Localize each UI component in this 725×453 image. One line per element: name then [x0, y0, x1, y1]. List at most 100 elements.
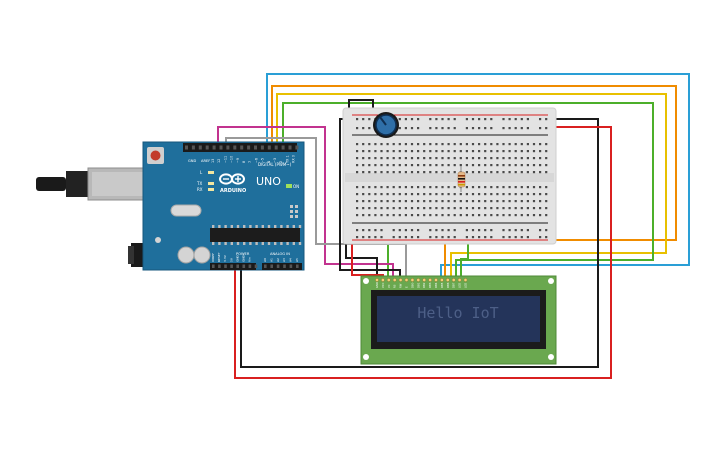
breadboard-hole[interactable] [435, 236, 438, 239]
breadboard-hole[interactable] [545, 150, 548, 153]
breadboard-hole[interactable] [508, 164, 511, 167]
breadboard-hole[interactable] [398, 193, 401, 196]
breadboard-hole[interactable] [465, 127, 468, 130]
breadboard-hole[interactable] [374, 186, 377, 189]
header-pin[interactable] [296, 264, 299, 269]
breadboard-hole[interactable] [368, 164, 371, 167]
breadboard-hole[interactable] [490, 157, 493, 160]
breadboard-hole[interactable] [453, 193, 456, 196]
breadboard-hole[interactable] [520, 207, 523, 210]
breadboard-hole[interactable] [508, 229, 511, 232]
breadboard-hole[interactable] [374, 150, 377, 153]
header-pin[interactable] [212, 264, 215, 269]
breadboard-hole[interactable] [410, 236, 414, 239]
breadboard-hole[interactable] [508, 150, 511, 153]
header-pin[interactable] [264, 264, 267, 269]
breadboard-hole[interactable] [453, 171, 456, 174]
breadboard-hole[interactable] [404, 118, 407, 121]
breadboard-hole[interactable] [490, 150, 493, 153]
breadboard-hole[interactable] [496, 207, 499, 210]
breadboard-hole[interactable] [368, 236, 371, 239]
breadboard-hole[interactable] [423, 171, 426, 174]
digital-header[interactable] [183, 143, 297, 152]
breadboard-hole[interactable] [502, 150, 505, 153]
breadboard-hole[interactable] [368, 200, 371, 203]
header-pin[interactable] [233, 145, 237, 150]
breadboard-hole[interactable] [447, 207, 450, 210]
header-pin[interactable] [218, 264, 221, 269]
breadboard-hole[interactable] [471, 236, 475, 239]
breadboard-hole[interactable] [502, 118, 505, 121]
wire-magenta[interactable] [217, 126, 394, 280]
wire-green[interactable] [282, 102, 654, 280]
breadboard-hole[interactable] [410, 143, 414, 146]
breadboard-hole[interactable] [502, 207, 505, 210]
breadboard-hole[interactable] [386, 143, 389, 146]
breadboard-hole[interactable] [453, 118, 456, 121]
breadboard-hole[interactable] [465, 164, 468, 167]
breadboard-hole[interactable] [459, 164, 462, 167]
header-pin[interactable] [185, 145, 188, 150]
breadboard-hole[interactable] [410, 200, 414, 203]
breadboard-hole[interactable] [514, 118, 517, 121]
breadboard-hole[interactable] [502, 200, 505, 203]
lcd-pin[interactable] [392, 278, 397, 282]
breadboard-hole[interactable] [417, 186, 420, 189]
breadboard-hole[interactable] [514, 236, 517, 239]
breadboard-hole[interactable] [520, 150, 523, 153]
breadboard-hole[interactable] [356, 207, 359, 210]
breadboard-hole[interactable] [404, 236, 407, 239]
header-pin[interactable] [260, 145, 264, 150]
breadboard-hole[interactable] [453, 207, 456, 210]
breadboard-hole[interactable] [435, 127, 438, 130]
breadboard-hole[interactable] [429, 150, 432, 153]
breadboard-hole[interactable] [386, 164, 389, 167]
breadboard-hole[interactable] [410, 229, 414, 232]
breadboard-hole[interactable] [532, 193, 536, 196]
breadboard-hole[interactable] [380, 186, 383, 189]
breadboard-hole[interactable] [514, 200, 517, 203]
breadboard-hole[interactable] [398, 200, 401, 203]
breadboard-hole[interactable] [465, 186, 468, 189]
breadboard-hole[interactable] [471, 214, 475, 217]
breadboard-hole[interactable] [471, 157, 475, 160]
breadboard-hole[interactable] [362, 171, 365, 174]
breadboard-hole[interactable] [526, 150, 529, 153]
breadboard-hole[interactable] [447, 127, 450, 130]
lcd-pin[interactable] [381, 278, 385, 282]
breadboard-hole[interactable] [453, 214, 456, 217]
breadboard-hole[interactable] [392, 200, 395, 203]
lcd-pin[interactable] [416, 278, 421, 282]
breadboard-hole[interactable] [471, 200, 475, 203]
breadboard-hole[interactable] [539, 171, 542, 174]
breadboard-hole[interactable] [539, 229, 542, 232]
lcd-pin[interactable] [463, 278, 468, 282]
header-pin[interactable] [267, 145, 271, 150]
breadboard-hole[interactable] [417, 207, 420, 210]
breadboard-hole[interactable] [502, 236, 505, 239]
breadboard-hole[interactable] [410, 164, 414, 167]
breadboard-hole[interactable] [392, 157, 395, 160]
breadboard-hole[interactable] [392, 207, 395, 210]
breadboard-hole[interactable] [429, 236, 432, 239]
breadboard-hole[interactable] [508, 236, 511, 239]
breadboard-hole[interactable] [435, 171, 438, 174]
breadboard-hole[interactable] [520, 157, 523, 160]
breadboard-hole[interactable] [514, 143, 517, 146]
header-pin[interactable] [212, 145, 216, 150]
breadboard-hole[interactable] [459, 200, 462, 203]
breadboard-hole[interactable] [453, 164, 456, 167]
breadboard-hole[interactable] [484, 143, 487, 146]
breadboard-hole[interactable] [447, 214, 450, 217]
breadboard-hole[interactable] [514, 157, 517, 160]
breadboard-hole[interactable] [447, 236, 450, 239]
breadboard-hole[interactable] [374, 214, 377, 217]
breadboard-hole[interactable] [380, 171, 383, 174]
breadboard-hole[interactable] [490, 214, 493, 217]
breadboard-hole[interactable] [374, 207, 377, 210]
breadboard-hole[interactable] [441, 127, 444, 130]
breadboard-hole[interactable] [404, 207, 407, 210]
breadboard-hole[interactable] [380, 157, 383, 160]
breadboard-hole[interactable] [545, 200, 548, 203]
breadboard-hole[interactable] [459, 150, 462, 153]
